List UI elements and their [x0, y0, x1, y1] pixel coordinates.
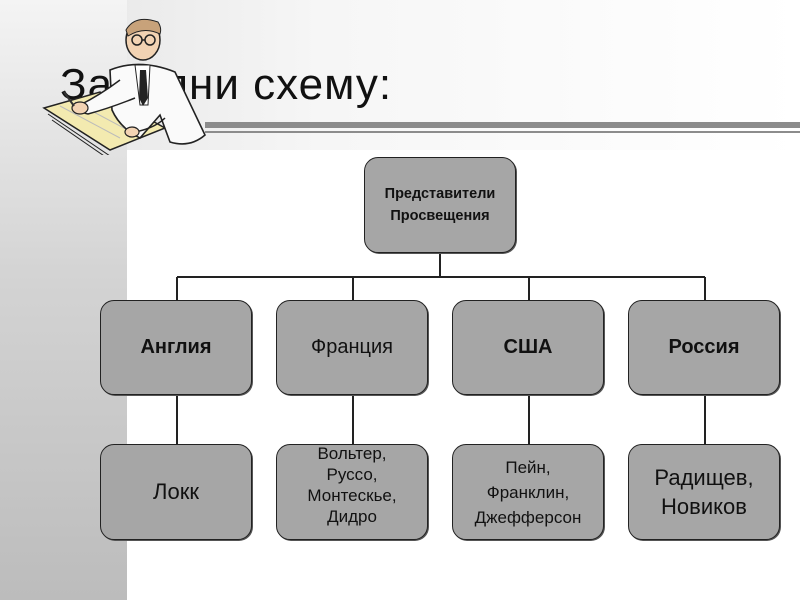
country-label-usa: США: [503, 336, 553, 358]
representatives-label-russia: Радищев, Новиков: [654, 465, 754, 519]
country-label-england: Англия: [140, 336, 212, 358]
country-node-usa: США: [452, 300, 604, 395]
representatives-node-usa: Пейн, Франклин, Джефферсон: [452, 444, 604, 540]
representatives-node-england: Локк: [100, 444, 252, 540]
country-label-russia: Россия: [668, 336, 740, 358]
country-node-russia: Россия: [628, 300, 780, 395]
country-node-england: Англия: [100, 300, 252, 395]
scholar-writing-icon: [42, 18, 206, 155]
title-rule: [205, 122, 800, 128]
country-node-france: Франция: [276, 300, 428, 395]
representatives-label-england: Локк: [153, 479, 199, 504]
root-node: Представители Просвещения: [364, 157, 516, 253]
country-label-france: Франция: [311, 336, 393, 358]
representatives-label-usa: Пейн, Франклин, Джефферсон: [474, 457, 582, 527]
representatives-node-russia: Радищев, Новиков: [628, 444, 780, 540]
representatives-label-france: Вольтер, Руссо, Монтескье, Дидро: [307, 444, 397, 526]
root-node-label: Представители Просвещения: [384, 186, 496, 224]
title-rule-thin: [205, 131, 800, 133]
representatives-node-france: Вольтер, Руссо, Монтескье, Дидро: [276, 444, 428, 540]
